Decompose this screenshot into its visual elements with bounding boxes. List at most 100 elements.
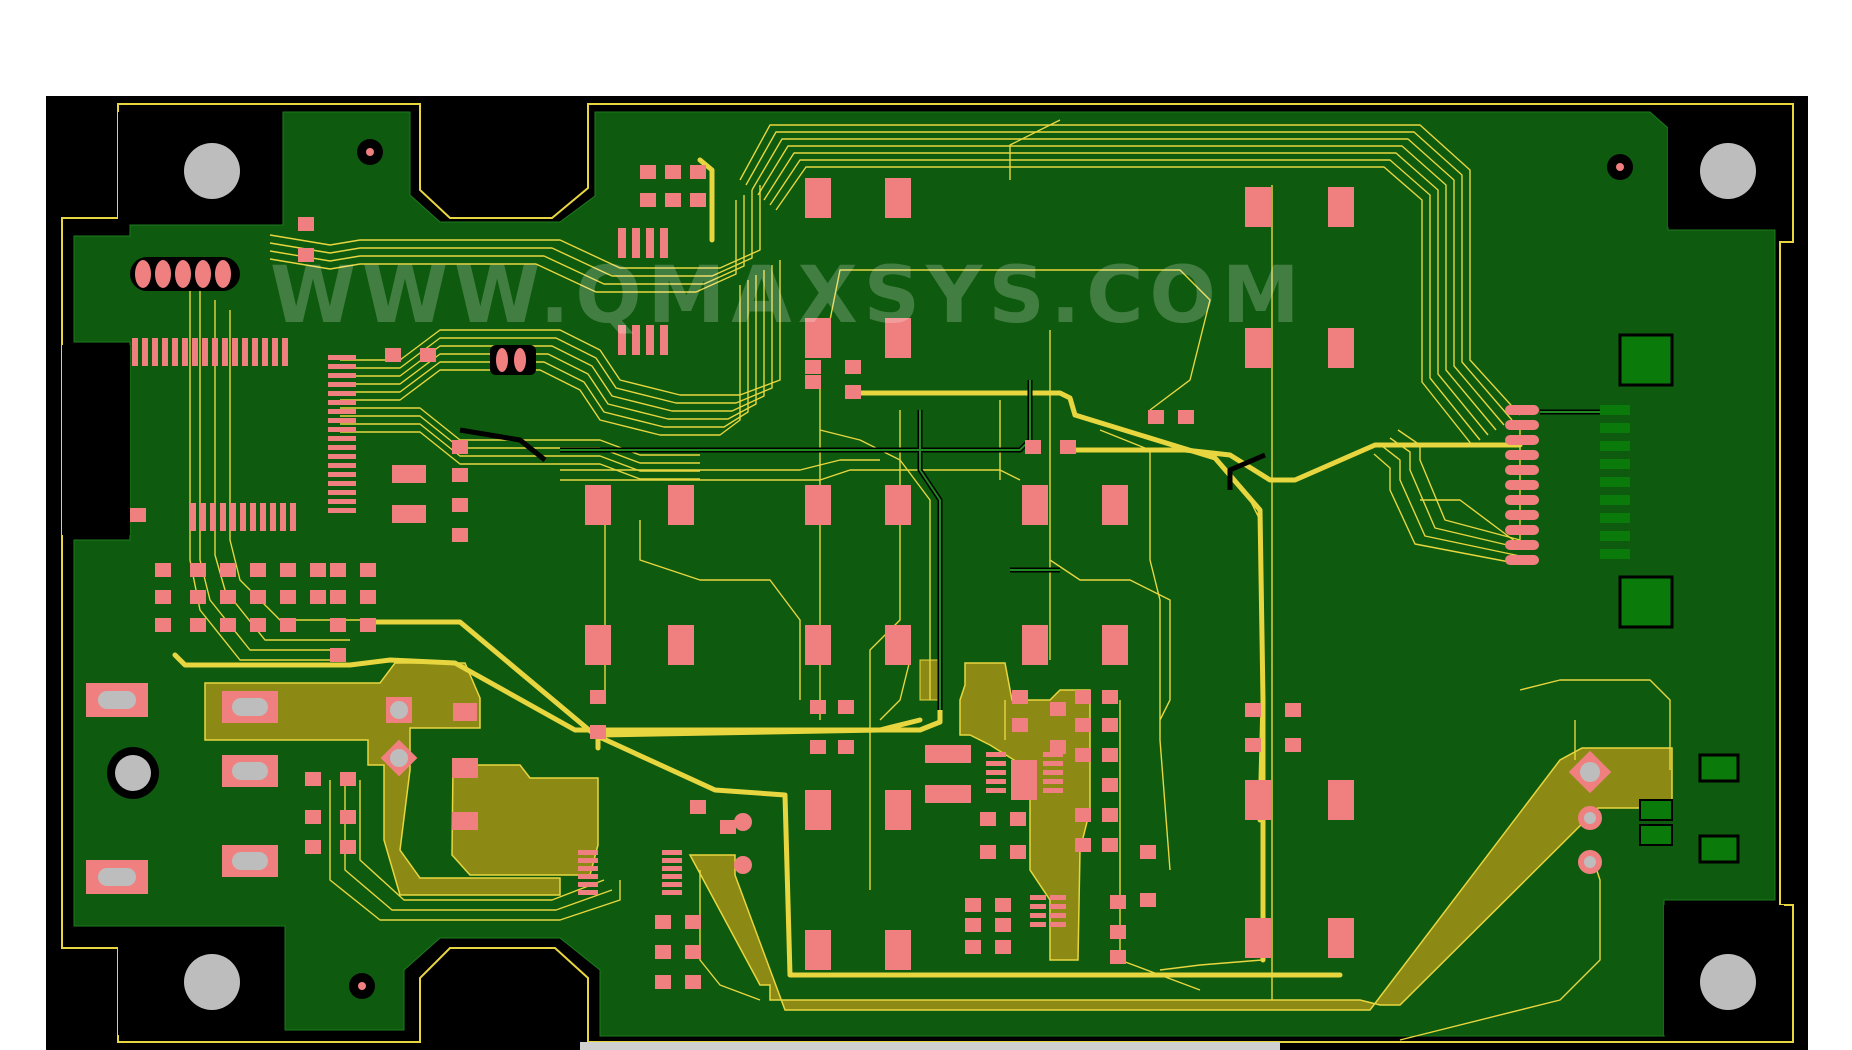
thru-hole-rings (380, 697, 1612, 874)
ic-pin (578, 890, 598, 895)
ic-pin (328, 508, 356, 513)
smd-pad-small (1050, 702, 1066, 716)
smd-pad (1328, 918, 1354, 958)
smd-pad-small (1102, 778, 1118, 792)
fiducial (1616, 163, 1624, 171)
smd-pad (925, 745, 971, 763)
ic-pin (230, 503, 236, 531)
smd-pad (1245, 780, 1271, 820)
ic-pin (578, 858, 598, 863)
ic-pin (328, 418, 356, 423)
smd-pad-small (995, 940, 1011, 954)
oval-pad-hole (232, 852, 268, 870)
ic-pin (328, 490, 356, 495)
left-connector-pads (86, 683, 278, 894)
smd-pad-small (685, 975, 701, 989)
ic-pin (1050, 922, 1066, 927)
smd-pad-small (1285, 703, 1301, 717)
ic-pin (578, 850, 598, 855)
smd-pad-small (1102, 808, 1118, 822)
smd-pad-small (420, 348, 436, 362)
connector-pad (1505, 465, 1539, 475)
smd-pad-small (995, 898, 1011, 912)
ic-pin (200, 503, 206, 531)
smd-pad-small (305, 772, 321, 786)
ic-pin (202, 338, 208, 366)
ic-pin (328, 382, 356, 387)
ic-pin (222, 338, 228, 366)
smd-pad-small (1140, 845, 1156, 859)
power-pour (451, 764, 599, 876)
ic-pin (190, 503, 196, 531)
smd-pad-small (155, 563, 171, 577)
smd-pad-small (845, 360, 861, 374)
smd-pad (1328, 328, 1354, 368)
connector-finger (1600, 531, 1630, 541)
center-ic-pad (1011, 760, 1037, 800)
connector-finger (1600, 405, 1630, 415)
ic-pin (1043, 770, 1063, 775)
ic-pin (646, 228, 654, 258)
connector-finger (1600, 441, 1630, 451)
smd-pad-small (452, 468, 468, 482)
smd-pad (885, 318, 911, 358)
smd-pad-small (310, 590, 326, 604)
connector-pad (1505, 420, 1539, 430)
ic-pin-rows (132, 228, 1066, 927)
smd-pad (885, 625, 911, 665)
oval-pad-hole (232, 762, 268, 780)
connector-pad (1505, 510, 1539, 520)
ic-pin (328, 454, 356, 459)
smd-pad-small (690, 193, 706, 207)
connector-finger (1600, 477, 1630, 487)
smd-pad-small (360, 618, 376, 632)
smd-pad (392, 505, 426, 523)
connector-pad (1505, 480, 1539, 490)
smd-pad (885, 178, 911, 218)
ic-pin (232, 338, 238, 366)
smd-pad-small (1110, 950, 1126, 964)
smd-pad-small (1245, 703, 1261, 717)
smd-pad (392, 465, 426, 483)
fiducial (358, 982, 366, 990)
smd-pad-small (305, 840, 321, 854)
ic-pin (662, 850, 682, 855)
ic-pin (632, 228, 640, 258)
smd-pad-small (1075, 748, 1091, 762)
smd-pad-small (1012, 718, 1028, 732)
smd-pad-small (250, 618, 266, 632)
smd-pad (805, 318, 831, 358)
smd-pad-small (280, 590, 296, 604)
ic-pin (986, 779, 1006, 784)
watermark: WWW.QMAXSYS.COM (270, 251, 1305, 341)
ic-pin (618, 325, 626, 355)
smd-pad (668, 485, 694, 525)
smd-pad-small (1102, 690, 1118, 704)
smd-pad (1022, 485, 1048, 525)
smd-pad-small (330, 648, 346, 662)
smd-pad-small (220, 590, 236, 604)
smd-pad-small (805, 375, 821, 389)
ic-pin (262, 338, 268, 366)
ic-pin (986, 752, 1006, 757)
smd-pad-small (280, 563, 296, 577)
smd-pad-small (810, 740, 826, 754)
smd-pad-small (980, 845, 996, 859)
smd-pad-small (1060, 440, 1076, 454)
smd-pad-small (655, 915, 671, 929)
ic-pin (646, 325, 654, 355)
smd-pad (885, 930, 911, 970)
smd-pad-small (1102, 838, 1118, 852)
ic-pin (172, 338, 178, 366)
ic-pin (182, 338, 188, 366)
ic-pin (660, 228, 668, 258)
mounting-hole-tr (1700, 143, 1756, 199)
connector-mount-pad (1618, 333, 1674, 387)
ic-pin (1030, 904, 1046, 909)
fiducial (366, 148, 374, 156)
ic-pin (328, 373, 356, 378)
ic-pin (162, 338, 168, 366)
ic-pin (662, 858, 682, 863)
smd-pad (668, 625, 694, 665)
ic-pin (290, 503, 296, 531)
